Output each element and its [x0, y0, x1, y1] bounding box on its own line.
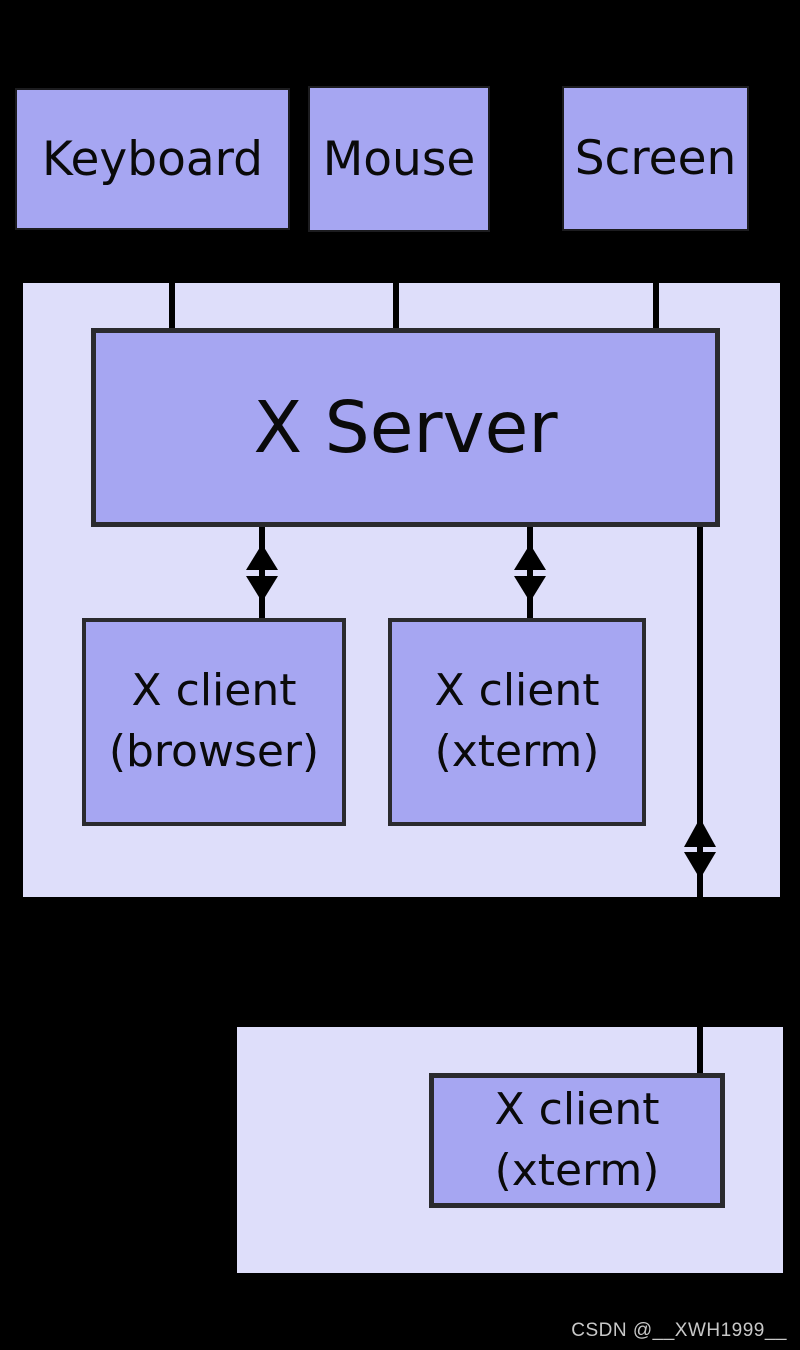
- x-server-label: X Server: [253, 386, 558, 469]
- keyboard-box: Keyboard: [15, 88, 290, 230]
- remote-x-client-line2: (xterm): [494, 1144, 660, 1196]
- watermark: CSDN @__XWH1999__: [571, 1320, 787, 1341]
- x-client-browser-box: X client (browser): [82, 618, 346, 826]
- remote-x-client-xterm-box: X client (xterm): [429, 1073, 725, 1208]
- x-client-browser-line1: X client: [131, 665, 297, 717]
- mouse-label: Mouse: [322, 131, 476, 187]
- x-server-box: X Server: [91, 328, 720, 527]
- x-client-xterm-line1: X client: [434, 665, 600, 717]
- mouse-box: Mouse: [308, 86, 490, 232]
- x-client-browser-line2: (browser): [108, 726, 320, 777]
- screen-label: Screen: [574, 131, 737, 186]
- keyboard-label: Keyboard: [42, 131, 263, 187]
- x-client-xterm-line2: (xterm): [434, 726, 600, 777]
- screen-box: Screen: [562, 86, 749, 231]
- x-client-xterm-box: X client (xterm): [388, 618, 646, 826]
- remote-x-client-line1: X client: [494, 1083, 660, 1135]
